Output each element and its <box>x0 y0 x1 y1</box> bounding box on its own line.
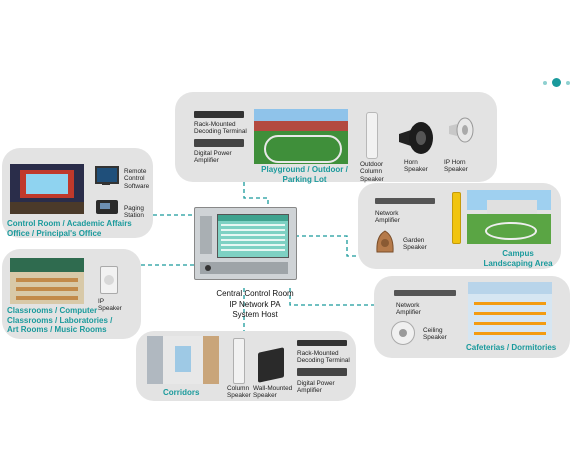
pager-dot-1[interactable] <box>543 81 547 85</box>
pager-dot-2[interactable] <box>552 78 561 87</box>
horn-speaker-icon <box>399 122 433 154</box>
landscape-network-amplifier-device <box>375 198 435 204</box>
host-device <box>194 207 297 280</box>
playground-title: Playground / Outdoor /Parking Lot <box>261 165 348 184</box>
link-playground <box>243 182 269 207</box>
rack-decoding-terminal-device <box>194 111 244 118</box>
cafeteria-network-amplifier-device <box>394 290 456 296</box>
paging-station-icon <box>96 200 118 214</box>
column-speaker-icon <box>233 338 245 384</box>
pager-dot-3[interactable] <box>566 81 570 85</box>
host-label: Central Control Room IP Network PA Syste… <box>216 289 294 319</box>
ip-speaker-icon <box>100 266 118 294</box>
link-landscaping <box>295 235 358 257</box>
wall-mounted-speaker-icon <box>258 347 284 383</box>
digital-power-amplifier-device <box>194 139 244 147</box>
stadium-photo <box>254 109 348 164</box>
cafeteria-photo <box>468 282 552 340</box>
classroom-photo <box>10 258 84 304</box>
corridor-rack-terminal-device <box>297 340 347 346</box>
corridor-photo <box>147 336 219 384</box>
outdoor-column-speaker-icon <box>366 112 378 159</box>
corridor-power-amplifier-device <box>297 368 347 376</box>
yellow-column-speaker-icon <box>452 192 461 244</box>
campus-landscape-photo <box>467 190 551 244</box>
control-room-photo <box>10 164 84 214</box>
garden-speaker-icon <box>376 230 394 253</box>
ip-horn-speaker-icon <box>449 117 474 143</box>
ceiling-speaker-icon <box>391 321 415 345</box>
cafeterias-title: Cafeterias / Dormitories <box>466 343 557 352</box>
corridors-title: Corridors <box>163 388 200 397</box>
host-screen <box>217 214 289 258</box>
link-cafeterias <box>289 288 374 306</box>
